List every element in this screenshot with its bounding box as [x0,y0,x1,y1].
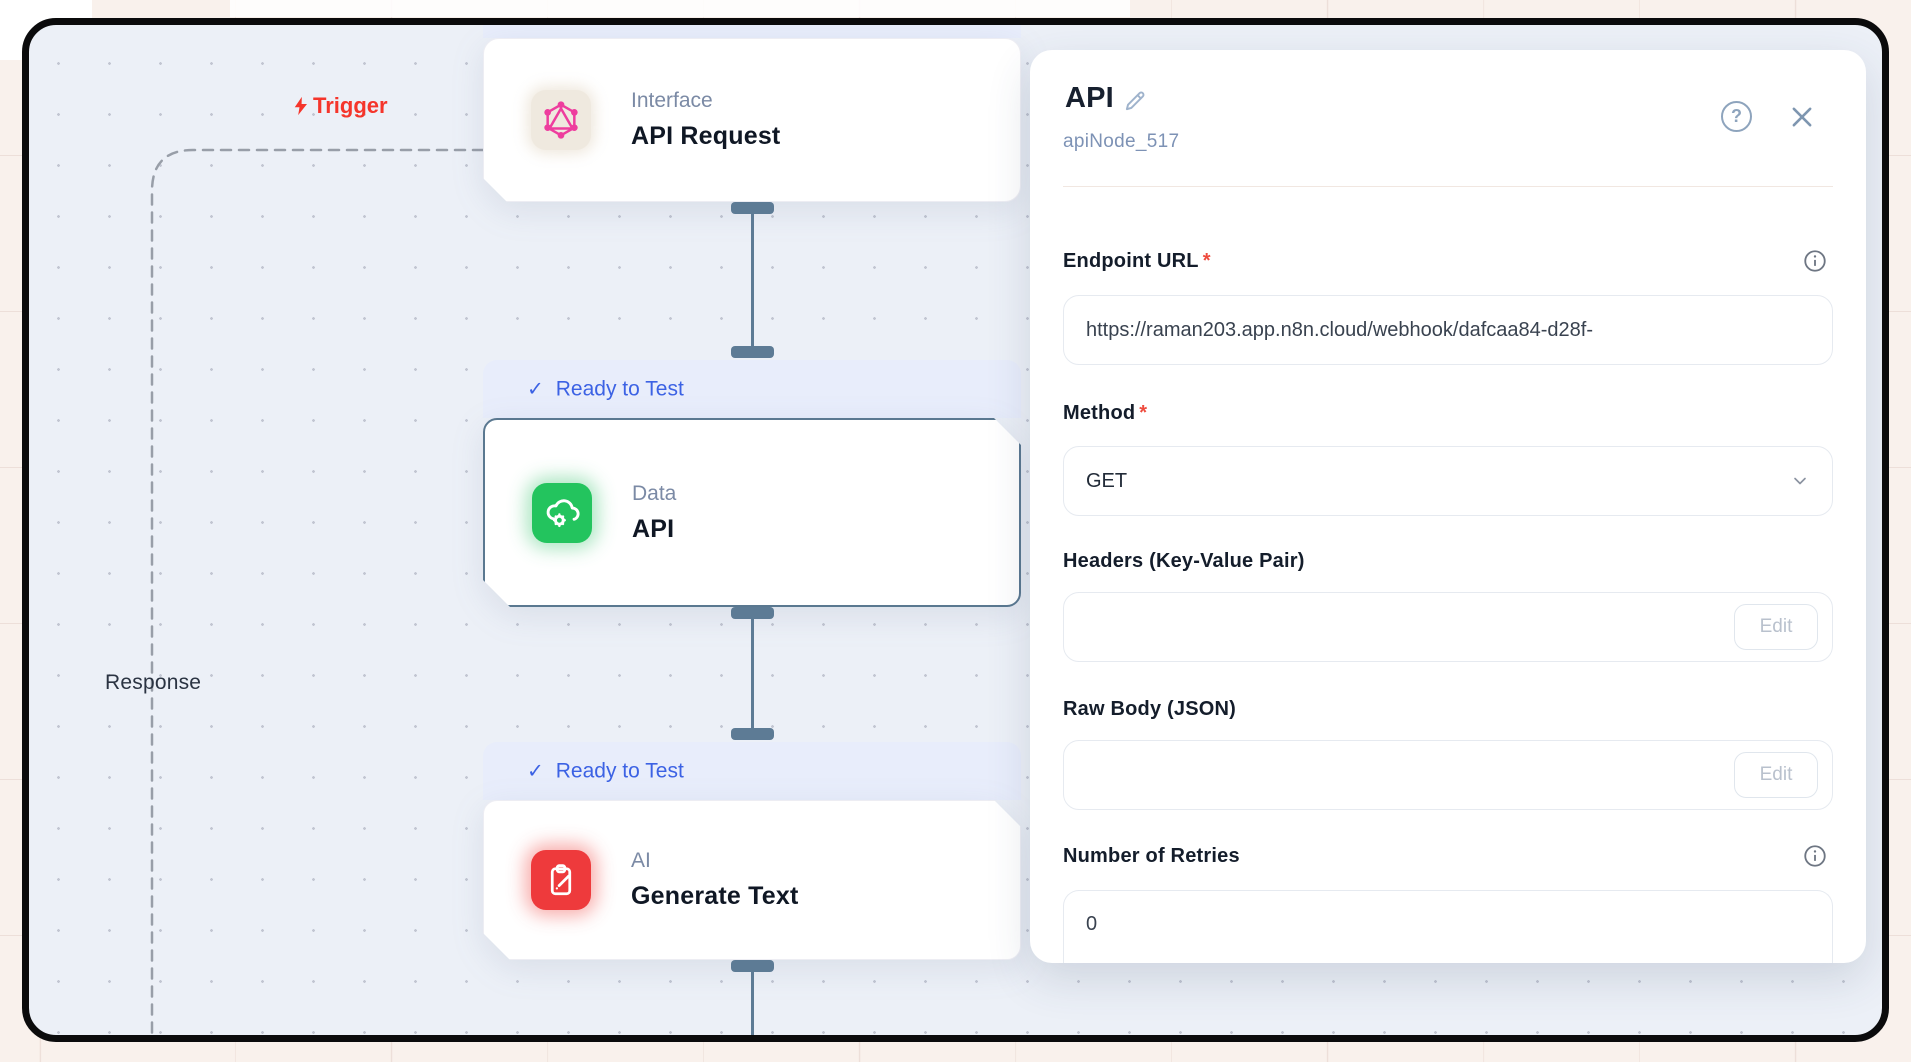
help-icon[interactable]: ? [1721,101,1752,132]
raw-body-edit-button[interactable]: Edit [1734,752,1818,798]
node-data-api[interactable]: Data API [483,418,1021,607]
node-interface[interactable]: Interface API Request [483,38,1021,202]
output-handle[interactable] [731,960,774,972]
chevron-down-icon [1794,477,1806,485]
endpoint-url-label: Endpoint URL* [1063,250,1211,272]
connector-line [751,619,754,728]
trigger-label: Trigger [291,93,388,119]
info-icon[interactable] [1802,248,1828,274]
workflow-canvas[interactable]: Trigger Response Interface API Request [22,18,1889,1042]
response-wire-label: Response [105,671,202,694]
node-category: Interface [631,89,713,112]
node-title: API [632,514,675,543]
lightning-bolt-icon [294,96,307,116]
graphql-icon [531,90,591,150]
retries-label: Number of Retries [1063,845,1240,867]
endpoint-url-input[interactable]: https://raman203.app.n8n.cloud/webhook/d… [1063,295,1833,365]
output-handle[interactable] [731,202,774,214]
input-handle[interactable] [731,346,774,358]
node-status-banner: ✓ Ready to Test [483,742,1021,800]
close-icon[interactable] [1788,103,1816,131]
edit-title-icon[interactable] [1122,88,1148,114]
method-label: Method* [1063,402,1148,424]
node-category: Data [632,481,677,505]
info-icon[interactable] [1802,843,1828,869]
headers-input[interactable]: Edit [1063,592,1833,662]
clipboard-pencil-icon [531,850,591,910]
node-title: API Request [631,122,781,150]
headers-label: Headers (Key-Value Pair) [1063,550,1305,572]
method-select[interactable]: GET [1063,446,1833,516]
cloud-gear-icon [532,483,592,543]
check-icon: ✓ [527,378,544,401]
connector-line [751,214,754,346]
connector-line [751,972,754,1035]
node-status-banner: ✓ Ready to Test [483,360,1021,418]
retries-input[interactable]: 0 [1063,890,1833,963]
node-config-panel: API ? apiNode_517 Endpoint URL* https://… [1030,50,1866,963]
node-generate-text[interactable]: AI Generate Text [483,800,1021,960]
response-wire [150,148,485,1035]
ready-to-test-badge: ✓ Ready to Test [527,759,684,783]
divider [1063,186,1833,187]
raw-body-input[interactable]: Edit [1063,740,1833,810]
background-strip [230,0,1130,17]
node-id: apiNode_517 [1063,131,1180,152]
ready-to-test-badge: ✓ Ready to Test [527,377,684,401]
node-category: AI [631,849,651,872]
output-handle[interactable] [731,607,774,619]
node-title: Generate Text [631,882,799,910]
check-icon: ✓ [527,760,544,783]
input-handle[interactable] [731,728,774,740]
headers-edit-button[interactable]: Edit [1734,604,1818,650]
panel-title: API [1065,82,1114,114]
node-status-banner [483,25,1021,38]
raw-body-label: Raw Body (JSON) [1063,698,1237,720]
